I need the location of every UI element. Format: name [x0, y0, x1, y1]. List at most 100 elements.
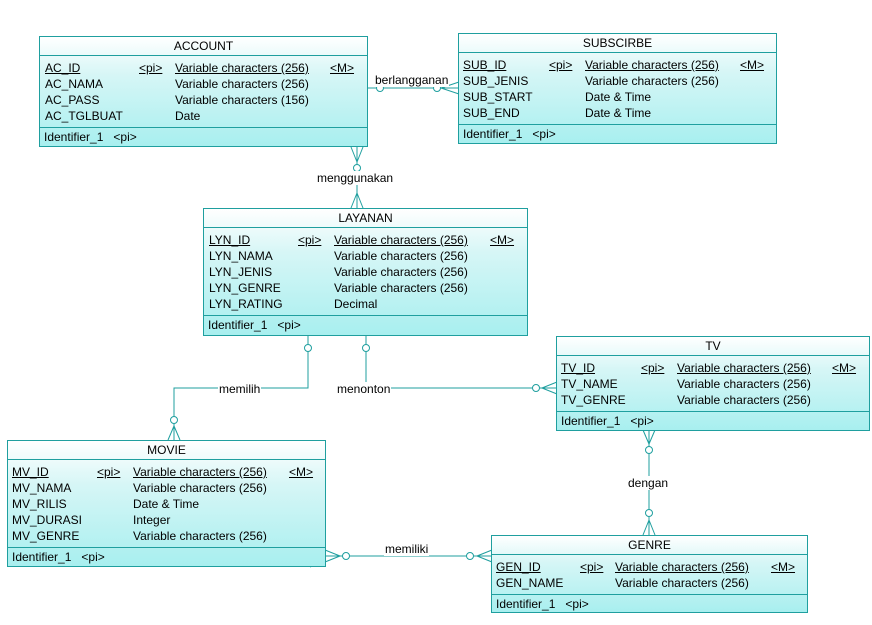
attribute-name: TV_ID: [561, 361, 596, 375]
identifier-row[interactable]: Identifier_1 <pi>: [492, 595, 807, 613]
attribute-type: Variable characters (256): [175, 61, 309, 75]
identifier-name: Identifier_1: [561, 414, 621, 428]
identifier-row[interactable]: Identifier_1 <pi>: [40, 128, 367, 146]
label-berlangganan: berlangganan: [374, 73, 450, 87]
attribute-name: AC_PASS: [45, 93, 100, 107]
identifier-name: Identifier_1: [12, 550, 72, 564]
entity-account[interactable]: ACCOUNT AC_ID <pi> Variable characters (…: [39, 36, 368, 147]
attribute-name: LYN_JENIS: [209, 265, 273, 279]
attribute-type: Variable characters (256): [615, 560, 749, 574]
dengan-genre-circle: [645, 509, 653, 517]
attribute-list: MV_ID <pi> Variable characters (256) <M>…: [8, 460, 325, 548]
attribute-row[interactable]: MV_DURASI Integer: [8, 512, 325, 528]
attribute-type: Variable characters (256): [334, 249, 468, 263]
attribute-row[interactable]: SUB_JENIS Variable characters (256): [459, 73, 776, 89]
attribute-list: GEN_ID <pi> Variable characters (256) <M…: [492, 555, 807, 595]
attribute-row[interactable]: SUB_END Date & Time: [459, 105, 776, 121]
label-menonton: menonton: [336, 382, 392, 396]
attribute-name: MV_DURASI: [12, 513, 83, 527]
attribute-row[interactable]: SUB_ID <pi> Variable characters (256) <M…: [459, 57, 776, 73]
attribute-row[interactable]: GEN_ID <pi> Variable characters (256) <M…: [492, 559, 807, 575]
link-menonton[interactable]: [365, 335, 557, 389]
attribute-type: Date & Time: [585, 90, 652, 104]
identifier-row[interactable]: Identifier_1 <pi>: [8, 548, 325, 566]
menonton-tv-circle: [532, 384, 540, 392]
attribute-row[interactable]: LYN_JENIS Variable characters (256): [204, 264, 527, 280]
attribute-name: SUB_JENIS: [463, 74, 529, 88]
attribute-row[interactable]: LYN_NAMA Variable characters (256): [204, 248, 527, 264]
identifier-tag: <pi>: [277, 318, 301, 332]
identifier-tag: <pi>: [565, 597, 589, 611]
attribute-type: Decimal: [334, 297, 378, 311]
attribute-list: SUB_ID <pi> Variable characters (256) <M…: [459, 53, 776, 125]
dengan-tv-circle: [645, 446, 653, 454]
attribute-row[interactable]: AC_NAMA Variable characters (256): [40, 76, 367, 92]
memilih-layanan-circle: [304, 344, 312, 352]
entity-movie[interactable]: MOVIE MV_ID <pi> Variable characters (25…: [7, 440, 326, 567]
identifier-row[interactable]: Identifier_1 <pi>: [557, 412, 869, 430]
label-menggunakan: menggunakan: [316, 171, 395, 185]
attribute-type: Date & Time: [585, 106, 652, 120]
entity-layanan[interactable]: LAYANAN LYN_ID <pi> Variable characters …: [203, 208, 528, 336]
identifier-name: Identifier_1: [44, 130, 104, 144]
mandatory-tag: <M>: [490, 233, 515, 247]
memilih-movie-circle: [170, 416, 178, 424]
attribute-name: TV_NAME: [561, 377, 618, 391]
attribute-name: MV_NAMA: [12, 481, 72, 495]
menggunakan-layanan-crowfoot: [350, 192, 364, 209]
attribute-type: Variable characters (256): [175, 77, 309, 91]
entity-title: ACCOUNT: [40, 37, 367, 56]
identifier-row[interactable]: Identifier_1 <pi>: [459, 125, 776, 143]
attribute-name: TV_GENRE: [561, 393, 626, 407]
label-memilih: memilih: [218, 382, 262, 396]
attribute-row[interactable]: LYN_RATING Decimal: [204, 296, 527, 312]
attribute-name: MV_ID: [12, 465, 49, 479]
entity-tv[interactable]: TV TV_ID <pi> Variable characters (256) …: [556, 336, 870, 431]
attribute-name: AC_NAMA: [45, 77, 104, 91]
attribute-type: Variable characters (256): [677, 393, 811, 407]
memiliki-genre-crowfoot: [476, 549, 493, 563]
identifier-tag: <pi>: [81, 550, 105, 564]
mandatory-tag: <M>: [330, 61, 355, 75]
attribute-row[interactable]: TV_ID <pi> Variable characters (256) <M>: [557, 360, 869, 376]
attribute-name: MV_GENRE: [12, 529, 80, 543]
attribute-name: LYN_GENRE: [209, 281, 281, 295]
identifier-name: Identifier_1: [208, 318, 268, 332]
entity-genre[interactable]: GENRE GEN_ID <pi> Variable characters (2…: [491, 535, 808, 613]
attribute-type: Variable characters (256): [133, 465, 267, 479]
mandatory-tag: <M>: [771, 560, 796, 574]
attribute-row[interactable]: AC_PASS Variable characters (156): [40, 92, 367, 108]
attribute-row[interactable]: GEN_NAME Variable characters (256): [492, 575, 807, 591]
attribute-name: MV_RILIS: [12, 497, 67, 511]
attribute-row[interactable]: MV_GENRE Variable characters (256): [8, 528, 325, 544]
memilih-movie-crowfoot: [167, 425, 181, 441]
attribute-row[interactable]: AC_ID <pi> Variable characters (256) <M>: [40, 60, 367, 76]
attribute-type: Variable characters (256): [615, 576, 749, 590]
attribute-row[interactable]: MV_ID <pi> Variable characters (256) <M>: [8, 464, 325, 480]
attribute-type: Variable characters (256): [585, 58, 719, 72]
attribute-type: Variable characters (256): [334, 265, 468, 279]
entity-title: LAYANAN: [204, 209, 527, 228]
entity-title: GENRE: [492, 536, 807, 555]
attribute-name: SUB_END: [463, 106, 520, 120]
attribute-name: SUB_ID: [463, 58, 507, 72]
attribute-row[interactable]: SUB_START Date & Time: [459, 89, 776, 105]
attribute-row[interactable]: LYN_ID <pi> Variable characters (256) <M…: [204, 232, 527, 248]
identifier-row[interactable]: Identifier_1 <pi>: [204, 316, 527, 334]
attribute-type: Variable characters (256): [677, 361, 811, 375]
attribute-type: Variable characters (256): [334, 233, 468, 247]
identifier-name: Identifier_1: [463, 127, 523, 141]
entity-subscribe[interactable]: SUBSCIRBE SUB_ID <pi> Variable character…: [458, 33, 777, 144]
attribute-row[interactable]: TV_NAME Variable characters (256): [557, 376, 869, 392]
attribute-row[interactable]: AC_TGLBUAT Date: [40, 108, 367, 124]
attribute-name: LYN_ID: [209, 233, 251, 247]
attribute-row[interactable]: MV_NAMA Variable characters (256): [8, 480, 325, 496]
menonton-layanan-circle: [362, 344, 370, 352]
pi-tag: <pi>: [298, 233, 322, 247]
attribute-row[interactable]: MV_RILIS Date & Time: [8, 496, 325, 512]
attribute-type: Integer: [133, 513, 171, 527]
attribute-row[interactable]: LYN_GENRE Variable characters (256): [204, 280, 527, 296]
attribute-row[interactable]: TV_GENRE Variable characters (256): [557, 392, 869, 408]
attribute-type: Variable characters (256): [585, 74, 719, 88]
menonton-tv-crowfoot: [541, 381, 558, 395]
